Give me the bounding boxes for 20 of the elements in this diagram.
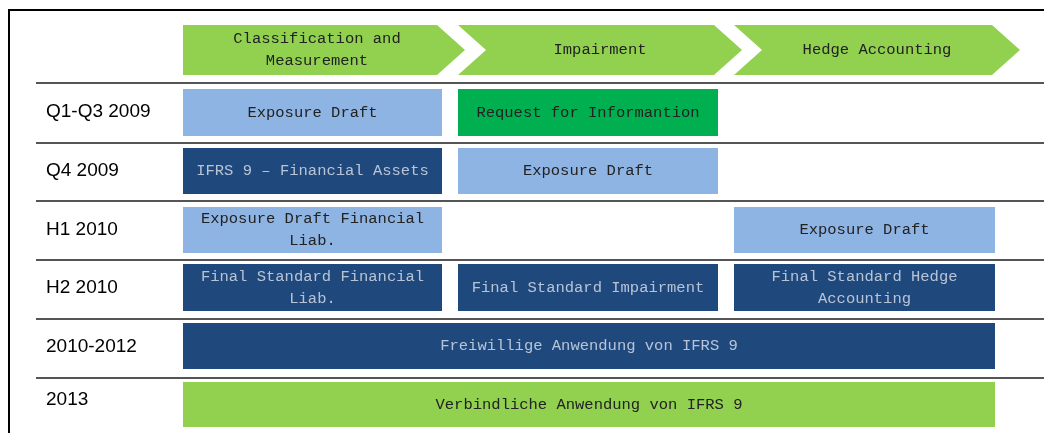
phase-bar: Final Standard Financial Liab. [183, 264, 442, 311]
phase-bar: Exposure Draft Financial Liab. [183, 207, 442, 253]
chevron-step: Impairment [458, 25, 742, 75]
phase-bar: Final Standard Hedge Accounting [734, 264, 995, 311]
phase-bar: IFRS 9 – Financial Assets [183, 148, 442, 194]
phase-bar: Freiwillige Anwendung von IFRS 9 [183, 323, 995, 369]
period-label: 2013 [46, 388, 89, 410]
phase-bar: Exposure Draft [183, 89, 442, 136]
phase-bar: Final Standard Impairment [458, 264, 718, 311]
phase-bar: Exposure Draft [458, 148, 718, 194]
period-label: H1 2010 [46, 218, 118, 240]
period-label: 2010-2012 [46, 335, 137, 357]
chevron-step: Classification and Measurement [183, 25, 465, 75]
phase-bar: Verbindliche Anwendung von IFRS 9 [183, 382, 995, 427]
chevron-step: Hedge Accounting [734, 25, 1020, 75]
period-label: Q4 2009 [46, 159, 119, 181]
phase-bar: Request for Informantion [458, 89, 718, 136]
period-label: Q1-Q3 2009 [46, 100, 151, 122]
phase-bar: Exposure Draft [734, 207, 995, 253]
period-label: H2 2010 [46, 276, 118, 298]
